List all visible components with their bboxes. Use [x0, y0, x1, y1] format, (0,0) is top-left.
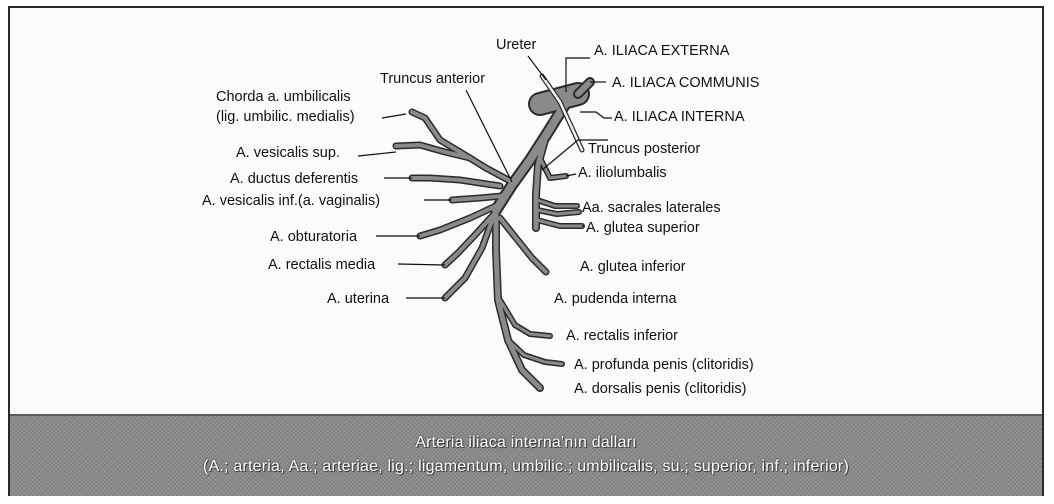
label-a-rectalis-media: A. rectalis media	[268, 257, 376, 273]
a-uterina-vessel	[443, 213, 496, 300]
leader-vesicalis-sup	[357, 151, 397, 157]
vessel-tree	[392, 73, 595, 392]
a-iliolumbalis-vessel	[539, 158, 568, 180]
caption-title: Arteria iliaca interna'nın dalları	[415, 434, 637, 451]
label-a-iliaca-interna: A. ILIACA INTERNA	[614, 109, 745, 125]
label-a-glutea-inferior: A. glutea inferior	[580, 259, 686, 275]
a-pudenda-interna-vessel	[493, 207, 543, 391]
label-a-obturatoria: A. obturatoria	[270, 229, 358, 245]
label-a-vesicalis-inf: A. vesicalis inf.(a. vaginalis)	[202, 193, 381, 209]
label-a-iliaca-externa: A. ILIACA EXTERNA	[594, 43, 730, 59]
a-glutea-superior-vessel	[535, 218, 584, 228]
label-lig-umbilic-medialis: (lig. umbilic. medialis)	[216, 109, 355, 125]
leader-lines	[357, 55, 612, 299]
a-glutea-inferior-vessel	[498, 216, 548, 274]
leader-truncus-anterior	[465, 89, 513, 183]
chorda-a-umbilicalis-vessel	[410, 110, 514, 184]
leader-iliolumbalis	[565, 173, 577, 177]
label-truncus-posterior: Truncus posterior	[588, 141, 701, 157]
a-rectalis-inferior-vessel	[498, 298, 552, 338]
label-a-rectalis-inferior: A. rectalis inferior	[566, 328, 679, 344]
a-vesicalis-inf-vessel	[450, 194, 504, 202]
label-a-vesicalis-sup: A. vesicalis sup.	[236, 145, 340, 161]
label-a-dorsalis-penis: A. dorsalis penis (clitoridis)	[574, 381, 747, 397]
label-a-uterina: A. uterina	[327, 291, 390, 307]
main-trunk	[492, 99, 570, 214]
label-aa-sacrales-laterales: Aa. sacrales laterales	[582, 200, 721, 216]
leader-iliaca-interna	[580, 111, 612, 119]
aa-sacrales-laterales-vessel-2	[535, 208, 581, 216]
artery-diagram	[357, 55, 612, 392]
caption-subtitle: (A.; arteria, Aa.; arteriae, lig.; ligam…	[202, 458, 849, 475]
a-profunda-penis-vessel	[506, 338, 564, 366]
a-vesicalis-sup-vessel	[394, 143, 472, 160]
label-a-pudenda-interna: A. pudenda interna	[554, 291, 677, 307]
leader-iliaca-externa	[565, 57, 590, 92]
a-rectalis-media-vessel	[443, 210, 498, 267]
leader-rectalis-media	[397, 263, 446, 266]
label-a-iliaca-communis: A. ILIACA COMMUNIS	[612, 75, 760, 91]
a-ductus-deferentis-vessel	[410, 176, 502, 188]
label-chorda-a-umbilicalis: Chorda a. umbilicalis	[216, 89, 351, 105]
label-a-ductus-deferentis: A. ductus deferentis	[230, 171, 359, 187]
label-truncus-anterior: Truncus anterior	[380, 71, 486, 87]
caption-band: Arteria iliaca interna'nın dalları (A.; …	[10, 414, 1042, 496]
truncus-posterior-vessel	[533, 137, 548, 231]
label-a-profunda-penis: A. profunda penis (clitoridis)	[574, 357, 754, 373]
label-ureter: Ureter	[496, 37, 537, 53]
external-iliac-stub-fill	[575, 79, 593, 97]
leader-ureter	[527, 55, 547, 81]
label-a-iliolumbalis: A. iliolumbalis	[578, 165, 667, 181]
label-a-glutea-superior: A. glutea superior	[586, 220, 700, 236]
ureter-vessel-fill	[540, 74, 584, 152]
leader-truncus-posterior	[541, 139, 608, 171]
a-obturatoria-vessel	[418, 203, 500, 238]
aa-sacrales-laterales-vessel	[535, 198, 579, 208]
leader-chorda	[381, 113, 407, 119]
